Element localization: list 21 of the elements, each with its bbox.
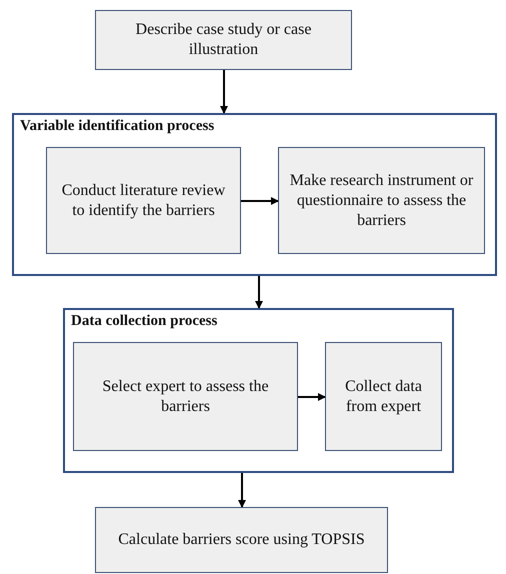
process-box (95, 10, 352, 70)
process-box (46, 147, 241, 254)
process-group-frame (63, 308, 454, 473)
box-text: Make research instrument or questionnaire to assess the barriers (288, 170, 474, 230)
arrow (220, 70, 228, 114)
arrow (298, 393, 326, 401)
process-box (278, 147, 485, 254)
box-text: Collect data from expert (344, 376, 423, 416)
box-text: Conduct literature review to identify the barriers (60, 180, 226, 220)
box-text: Describe case study or case illustration (134, 20, 312, 60)
process-group-frame (12, 113, 497, 276)
group-title: Data collection process (71, 313, 218, 330)
group-title: Variable identification process (20, 118, 214, 135)
process-box (325, 342, 442, 451)
box-text: Select expert to assess the barriers (101, 376, 270, 416)
process-box (73, 342, 298, 451)
box-text: Calculate barriers score using TOPSIS (118, 530, 365, 550)
arrow (241, 197, 279, 205)
arrow (255, 276, 263, 309)
process-box (95, 507, 388, 573)
arrow (238, 473, 246, 508)
